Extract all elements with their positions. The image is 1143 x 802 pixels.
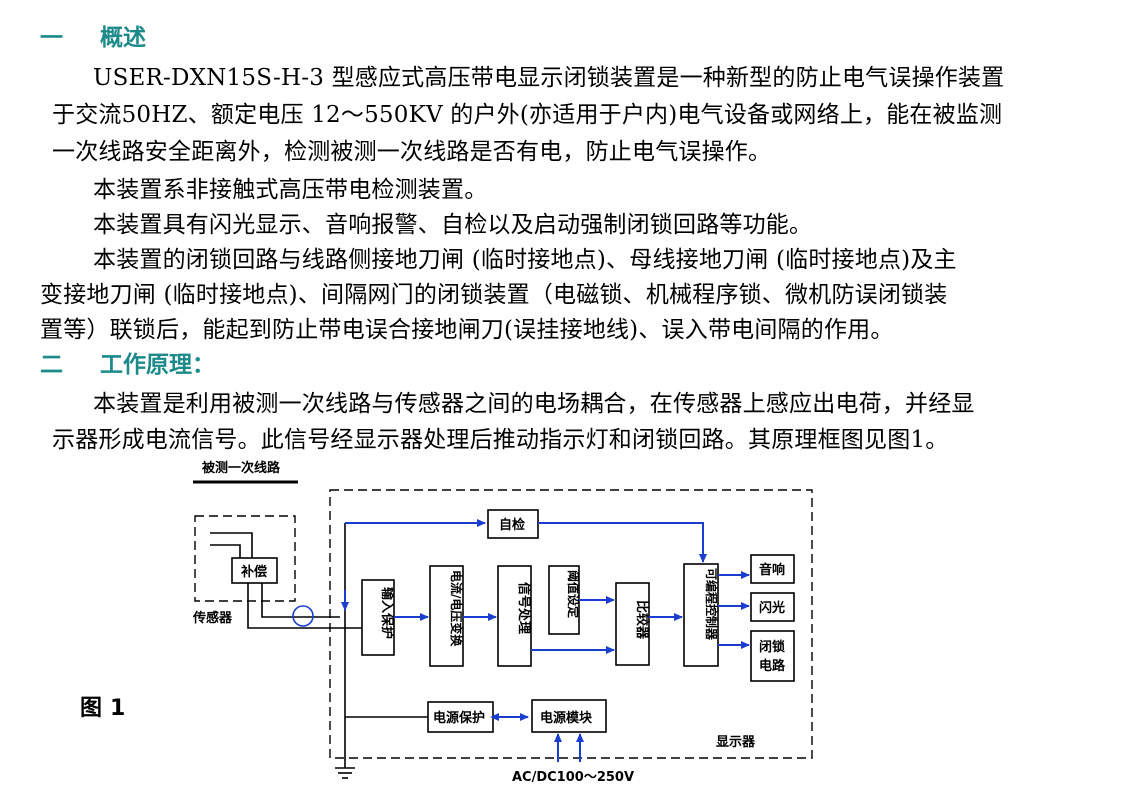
flash-label: 闪光	[759, 600, 785, 616]
sensor-label: 传感器	[192, 610, 233, 626]
compensate-box	[231, 557, 278, 584]
paragraph-line: 本装置是利用被测一次线路与传感器之间的电场耦合，在传感器上感应出电荷，并经显	[93, 391, 975, 417]
section-2-heading: 二 工作原理：	[40, 345, 215, 379]
power-protect-box	[427, 701, 494, 733]
power-module-label: 电源模块	[540, 710, 593, 726]
paragraph-line: 本装置系非接触式高压带电检测装置。	[93, 177, 488, 203]
section-2-title: 工作原理：	[100, 352, 215, 378]
paragraph-line: 本装置具有闪光显示、音响报警、自检以及启动强制闭锁回路等功能。	[93, 212, 813, 238]
comparator-label: 比较器	[634, 600, 650, 640]
sound-label: 音响	[759, 562, 785, 578]
figure-label: 图 1	[80, 696, 126, 721]
section-1-title: 概述	[100, 25, 146, 51]
paragraph-line: USER-DXN15S-H-3 型感应式高压带电显示闭锁装置是一种新型的防止电气…	[93, 65, 1005, 91]
display-box	[329, 489, 813, 759]
compensate-label: 补偿	[240, 564, 267, 580]
signal-proc-box	[497, 565, 532, 667]
paragraph-line: 本装置的闭锁回路与线路侧接地刀闸 (临时接地点)、母线接地刀闸 (临时接地点)及…	[93, 247, 957, 273]
supply-label: AC/DC100～250V	[512, 770, 634, 785]
threshold-label: 阈值设定	[566, 570, 581, 618]
lock-circuit-box	[750, 630, 795, 682]
self-check-label: 自检	[499, 517, 525, 533]
power-module-box	[531, 699, 607, 733]
iv-convert-label: 电流/电压变换	[449, 570, 464, 647]
section-2-number: 二	[40, 352, 63, 378]
flash-box	[750, 592, 795, 622]
input-protect-box	[361, 579, 395, 656]
display-label: 显示器	[716, 735, 756, 750]
plc-label: 可编程控制器	[704, 568, 719, 641]
paragraph-line: 变接地刀闸 (临时接地点)、间隔网门的闭锁装置（电磁锁、机械程序锁、微机防误闭锁…	[40, 282, 948, 308]
sound-box	[750, 554, 795, 584]
plc-box	[683, 563, 719, 667]
input-protect-label: 输入保护	[379, 587, 395, 639]
paragraph-line: 置等）联锁后，能起到防止带电误合接地闸刀(误挂接地线)、误入带电间隔的作用。	[40, 317, 894, 343]
paragraph-line: 于交流50HZ、额定电压 12～550KV 的户外(亦适用于户内)电气设备或网络…	[52, 102, 1003, 128]
self-check-box	[487, 509, 539, 539]
paragraph-line: 示器形成电流信号。此信号经显示器处理后推动指示灯和闭锁回路。其原理框图见图1。	[52, 427, 949, 453]
power-protect-label: 电源保护	[433, 710, 485, 726]
section-1-heading: 一 概述	[40, 18, 146, 52]
section-1-number: 一	[40, 25, 63, 51]
threshold-box	[548, 565, 580, 635]
coupling-ring-icon	[292, 605, 314, 627]
lock-circuit-label: 电路	[759, 658, 786, 674]
lock-circuit-label: 闭锁	[759, 639, 785, 655]
paragraph-line: 一次线路安全距离外，检测被测一次线路是否有电，防止电气误操作。	[52, 139, 772, 165]
sensor-box	[194, 515, 296, 602]
signal-proc-label: 信号处理	[516, 582, 532, 634]
comparator-box	[615, 582, 650, 666]
measured-line-label: 被测一次线路	[201, 460, 281, 476]
